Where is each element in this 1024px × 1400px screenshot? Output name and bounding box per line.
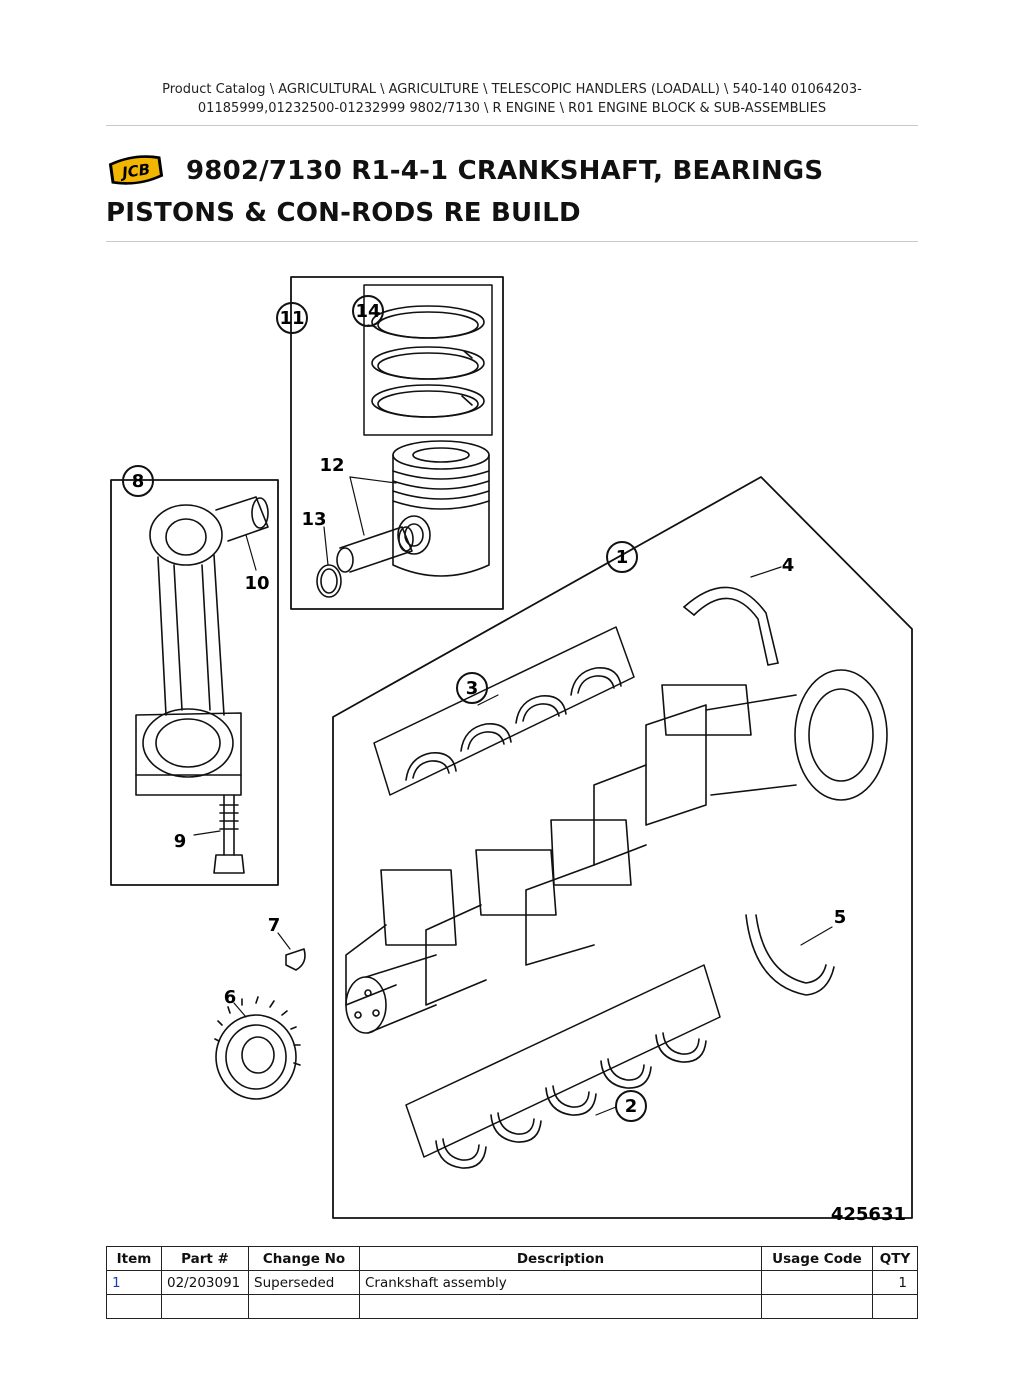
page-title: 9802/7130 R1-4-1 CRANKSHAFT, BEARINGS PI… bbox=[106, 156, 824, 228]
con-rod-frame bbox=[110, 479, 279, 886]
callout-1: 1 bbox=[606, 541, 638, 573]
cell-usage-code bbox=[761, 1270, 873, 1295]
cell-usage-code bbox=[761, 1294, 873, 1319]
svg-text:3: 3 bbox=[466, 678, 479, 699]
callout-6: 6 bbox=[224, 987, 237, 1008]
svg-text:8: 8 bbox=[132, 471, 145, 492]
callout-14: 14 bbox=[352, 295, 384, 327]
cell-item bbox=[106, 1294, 162, 1319]
circlip bbox=[316, 564, 342, 598]
svg-text:11: 11 bbox=[279, 308, 304, 329]
callout-7: 7 bbox=[268, 915, 281, 936]
thrust-washer-upper bbox=[683, 586, 779, 666]
callout-4: 4 bbox=[782, 555, 795, 576]
piston bbox=[392, 440, 490, 577]
header-qty: QTY bbox=[872, 1246, 918, 1271]
header-change-no: Change No bbox=[248, 1246, 360, 1271]
callout-5: 5 bbox=[834, 907, 847, 928]
lower-bearing-shells bbox=[435, 1032, 707, 1169]
ring-set-frame bbox=[363, 284, 493, 436]
table-row bbox=[106, 1294, 918, 1319]
callout-3: 3 bbox=[456, 672, 488, 704]
woodruff-key bbox=[285, 948, 306, 971]
title-divider bbox=[106, 241, 918, 242]
cell-description: Crankshaft assembly bbox=[359, 1270, 762, 1295]
table-row: 1 02/203091 Superseded Crankshaft assemb… bbox=[106, 1270, 918, 1295]
cell-qty: 1 bbox=[872, 1270, 918, 1295]
piston-rings bbox=[371, 305, 485, 418]
crankshaft bbox=[345, 669, 888, 1034]
header-description: Description bbox=[359, 1246, 762, 1271]
breadcrumb-line-1: Product Catalog \ AGRICULTURAL \ AGRICUL… bbox=[162, 82, 862, 97]
cell-part: 02/203091 bbox=[161, 1270, 249, 1295]
breadcrumb: Product Catalog \ AGRICULTURAL \ AGRICUL… bbox=[106, 80, 918, 118]
header-divider bbox=[106, 125, 918, 126]
svg-text:1: 1 bbox=[616, 547, 629, 568]
connecting-rod bbox=[135, 496, 269, 796]
upper-bearings-frame bbox=[373, 626, 635, 796]
piston-group-frame bbox=[290, 276, 504, 610]
cell-change-no: Superseded bbox=[248, 1270, 360, 1295]
callout-12: 12 bbox=[319, 455, 344, 476]
crankshaft-gear bbox=[214, 996, 301, 1100]
upper-bearing-shells bbox=[405, 667, 622, 781]
callout-8: 8 bbox=[122, 465, 154, 497]
gudgeon-pin bbox=[336, 526, 414, 573]
callout-10: 10 bbox=[244, 573, 269, 594]
cell-change-no bbox=[248, 1294, 360, 1319]
cell-qty bbox=[872, 1294, 918, 1319]
cell-item[interactable]: 1 bbox=[106, 1270, 162, 1295]
callout-13: 13 bbox=[301, 509, 326, 530]
crankshaft-group-frame bbox=[332, 476, 913, 1219]
svg-text:14: 14 bbox=[355, 301, 380, 322]
logo-text: JCB bbox=[118, 160, 151, 182]
header-usage-code: Usage Code bbox=[761, 1246, 873, 1271]
header-item: Item bbox=[106, 1246, 162, 1271]
lower-bearings-frame bbox=[405, 964, 721, 1158]
title-block: JCB 9802/7130 R1-4-1 CRANKSHAFT, BEARING… bbox=[106, 150, 918, 234]
drawing-number: 425631 bbox=[831, 1204, 906, 1225]
con-rod-bolt bbox=[213, 794, 245, 874]
table-header-row: Item Part # Change No Description Usage … bbox=[106, 1246, 918, 1271]
item-link[interactable]: 1 bbox=[112, 1274, 121, 1291]
exploded-parts-diagram: 11 14 12 13 8 10 9 1 4 bbox=[110, 276, 913, 1225]
callout-11: 11 bbox=[276, 302, 308, 334]
breadcrumb-line-2: 01185999,01232500-01232999 9802/7130 \ R… bbox=[197, 101, 827, 116]
header-part: Part # bbox=[161, 1246, 249, 1271]
callout-9: 9 bbox=[174, 831, 187, 852]
thrust-washer-lower bbox=[745, 914, 835, 996]
svg-text:2: 2 bbox=[625, 1096, 638, 1117]
cell-description bbox=[359, 1294, 762, 1319]
parts-table: Item Part # Change No Description Usage … bbox=[106, 1246, 918, 1319]
callout-2: 2 bbox=[615, 1090, 647, 1122]
cell-part bbox=[161, 1294, 249, 1319]
jcb-logo-icon: JCB bbox=[108, 155, 164, 185]
